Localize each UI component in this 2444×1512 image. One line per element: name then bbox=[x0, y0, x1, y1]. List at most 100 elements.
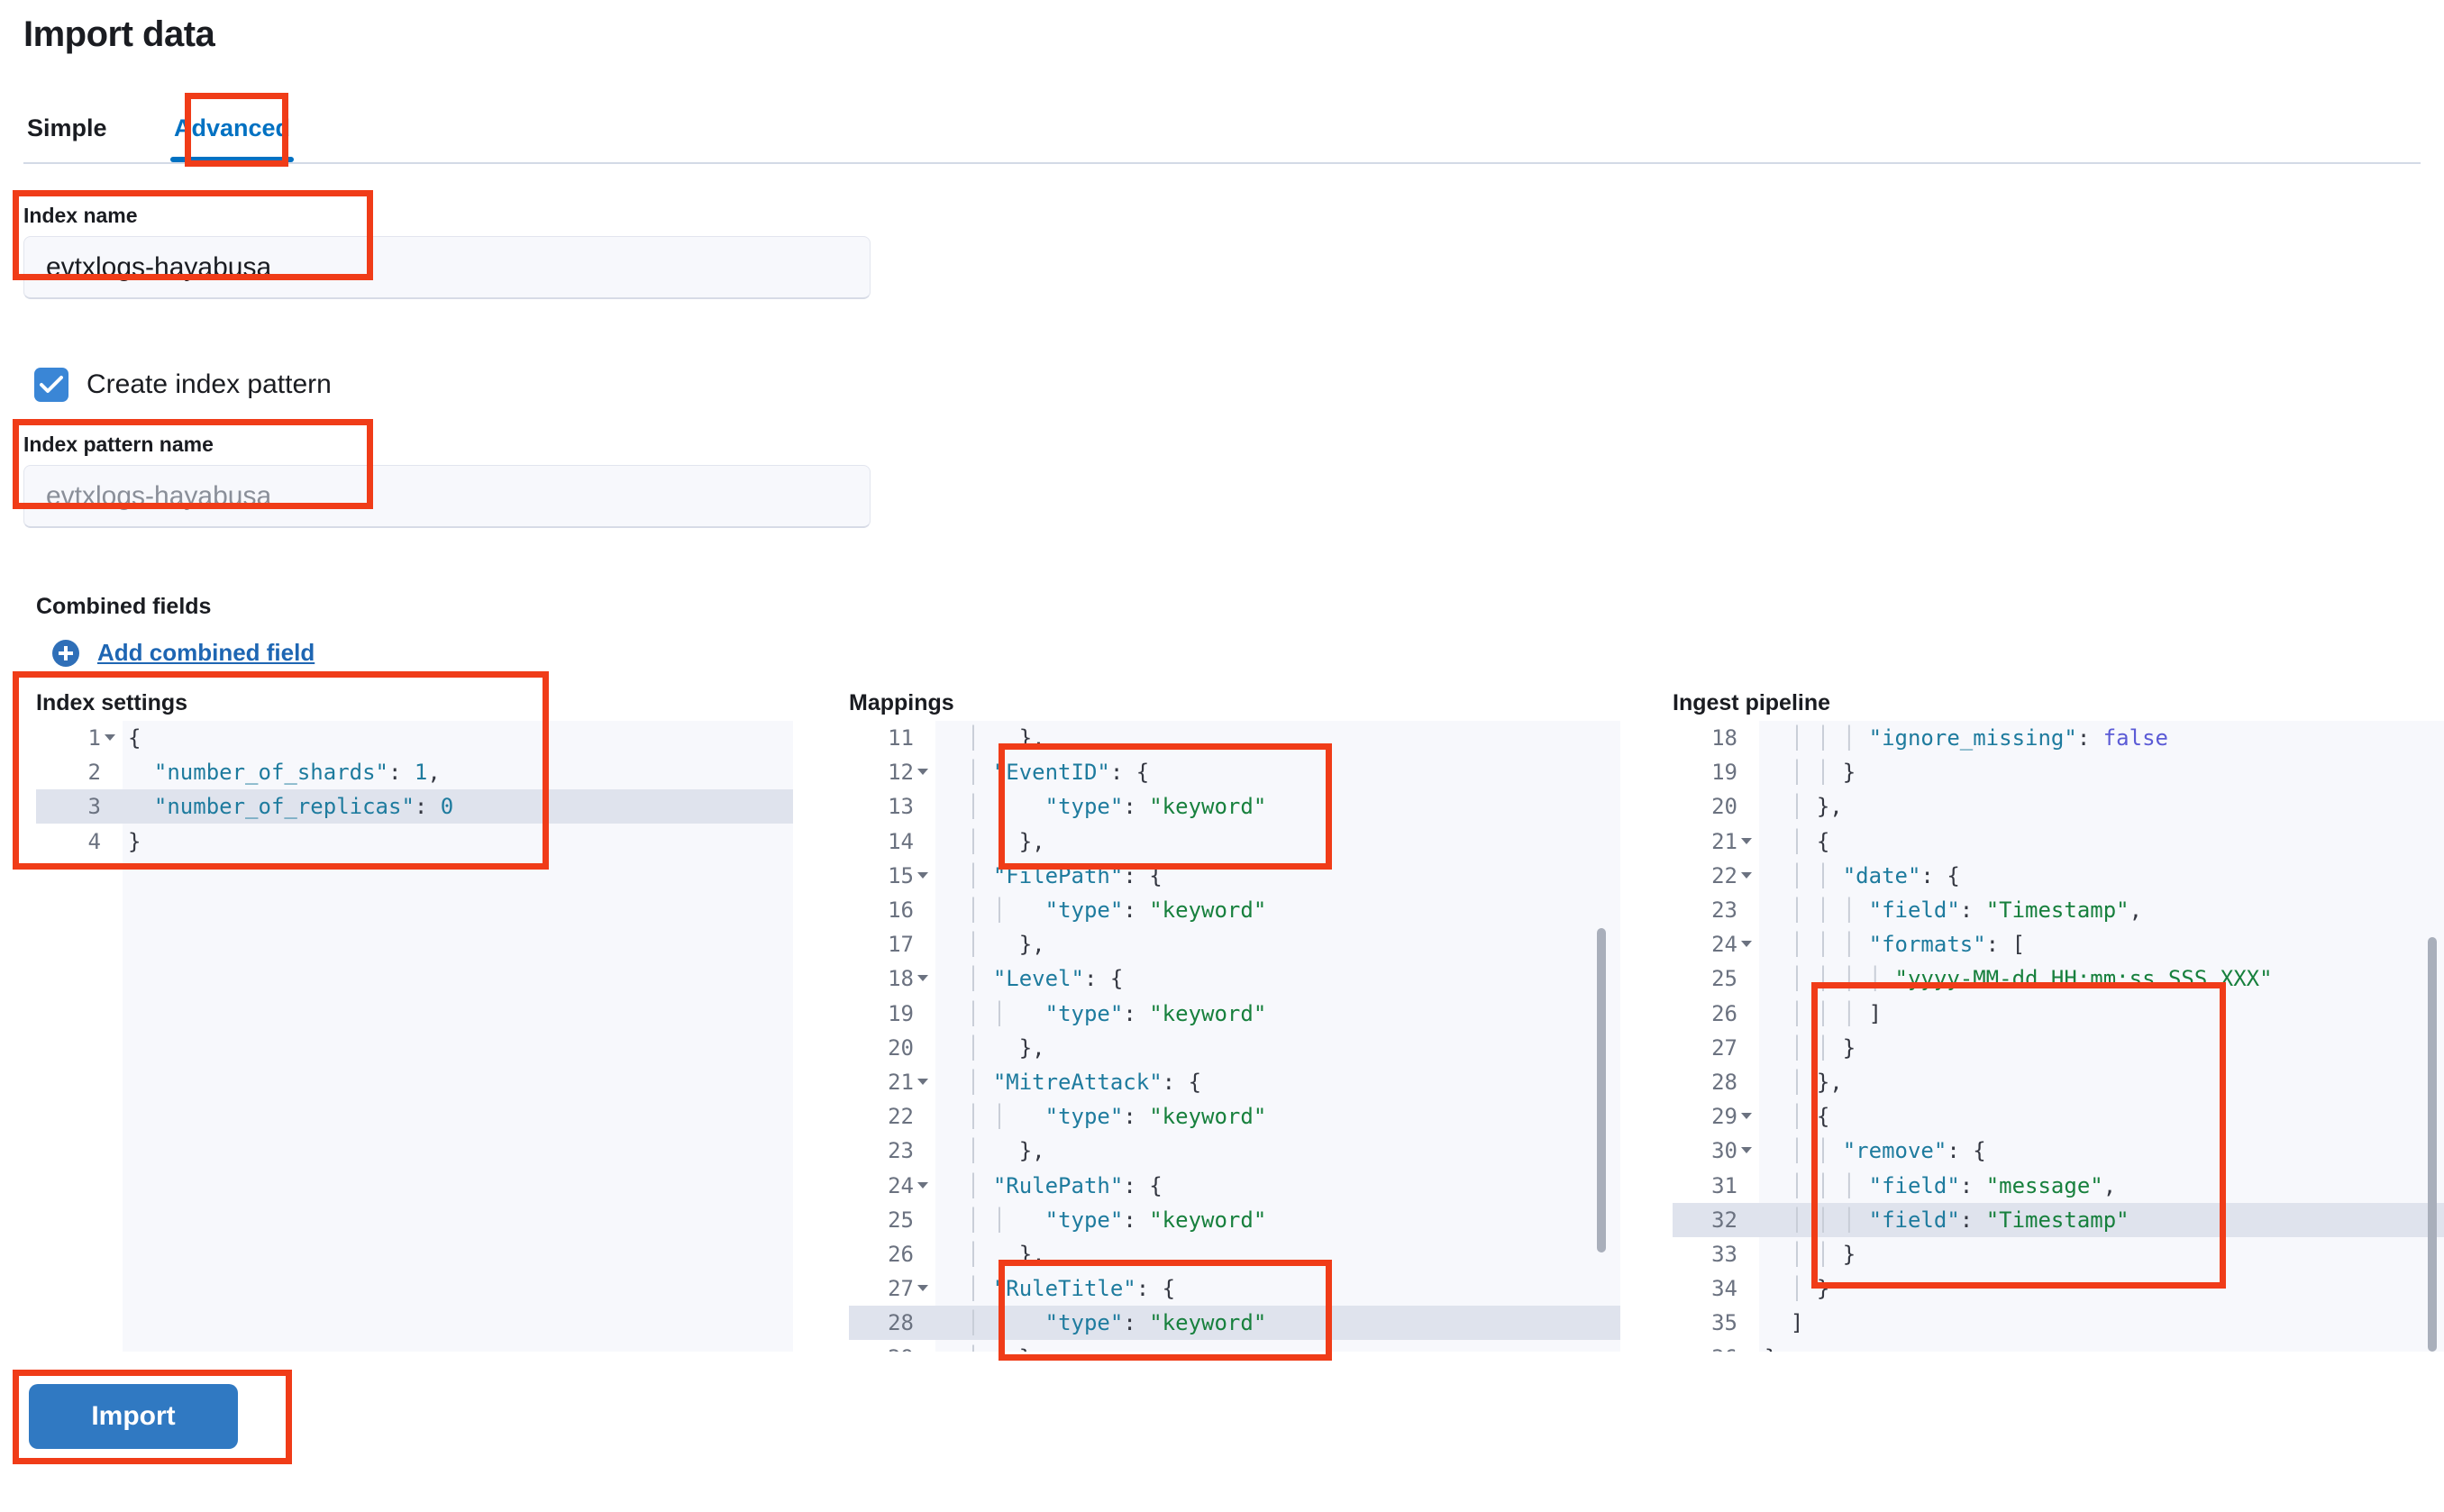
code-line[interactable]: 13 │ │ "type": "keyword" bbox=[849, 789, 1620, 824]
code-line[interactable]: 31 │ │ │ "field": "message", bbox=[1673, 1169, 2444, 1203]
fold-triangle-icon[interactable] bbox=[917, 769, 928, 776]
ingest-pipeline-title: Ingest pipeline bbox=[1673, 690, 1831, 715]
code-line[interactable]: 34 │ } bbox=[1673, 1271, 2444, 1306]
code-line[interactable]: 27 │ "RuleTitle": { bbox=[849, 1271, 1620, 1306]
code-line[interactable]: 3 "number_of_replicas": 0 bbox=[36, 789, 793, 824]
code-line[interactable]: 20 │ }, bbox=[1673, 789, 2444, 824]
line-number: 20 bbox=[1711, 794, 1737, 820]
code-line[interactable]: 1{ bbox=[36, 721, 793, 755]
tab-simple[interactable]: Simple bbox=[27, 114, 107, 141]
code-text: │ │ │ "formats": [ bbox=[1790, 932, 2026, 958]
code-line[interactable]: 22 │ │ "date": { bbox=[1673, 859, 2444, 893]
line-number: 27 bbox=[888, 1276, 914, 1302]
fold-triangle-icon[interactable] bbox=[1741, 837, 1752, 844]
code-text: │ }, bbox=[966, 1138, 1045, 1164]
code-line[interactable]: 36} bbox=[1673, 1341, 2444, 1352]
create-index-pattern-row[interactable]: Create index pattern bbox=[34, 368, 332, 402]
code-line[interactable]: 29 │ { bbox=[1673, 1099, 2444, 1134]
code-line[interactable]: 14 │ }, bbox=[849, 824, 1620, 859]
mappings-editor[interactable]: 11 │ },12 │ "EventID": {13 │ │ "type": "… bbox=[849, 721, 1620, 1352]
code-text: │ { bbox=[1790, 1104, 1830, 1130]
code-line[interactable]: 28 │ │ "type": "keyword" bbox=[849, 1306, 1620, 1341]
code-line[interactable]: 17 │ }, bbox=[849, 927, 1620, 961]
code-line[interactable]: 18 │ │ │ "ignore_missing": false bbox=[1673, 721, 2444, 755]
tab-bar: Simple Advanced bbox=[23, 94, 2421, 164]
code-line[interactable]: 21 │ { bbox=[1673, 824, 2444, 859]
code-line[interactable]: 19 │ │ "type": "keyword" bbox=[849, 997, 1620, 1031]
index-pattern-name-label: Index pattern name bbox=[23, 433, 214, 456]
code-line[interactable]: 16 │ │ "type": "keyword" bbox=[849, 893, 1620, 927]
code-text: │ }, bbox=[1790, 794, 1843, 820]
code-line[interactable]: 11 │ }, bbox=[849, 721, 1620, 755]
code-line[interactable]: 4} bbox=[36, 824, 793, 859]
code-line[interactable]: 2 "number_of_shards": 1, bbox=[36, 755, 793, 789]
line-number: 24 bbox=[1711, 932, 1737, 958]
ingest-pipeline-scrollbar[interactable] bbox=[2428, 937, 2437, 1352]
index-name-input[interactable]: evtxlogs-hayabusa bbox=[23, 236, 871, 299]
mappings-code[interactable]: 11 │ },12 │ "EventID": {13 │ │ "type": "… bbox=[849, 721, 1620, 1352]
line-number: 24 bbox=[888, 1172, 914, 1198]
add-combined-field-button[interactable]: Add combined field bbox=[52, 639, 315, 667]
fold-triangle-icon[interactable] bbox=[1741, 871, 1752, 879]
fold-triangle-icon[interactable] bbox=[105, 734, 115, 741]
code-text: │ │ │ "field": "Timestamp" bbox=[1790, 1207, 2129, 1233]
code-line[interactable]: 12 │ "EventID": { bbox=[849, 755, 1620, 789]
line-number: 18 bbox=[1711, 725, 1737, 751]
code-text: │ }, bbox=[966, 828, 1045, 854]
fold-triangle-icon[interactable] bbox=[917, 871, 928, 879]
line-number: 30 bbox=[1711, 1138, 1737, 1164]
code-line[interactable]: 25 │ │ │ │ "yyyy-MM-dd HH:mm:ss.SSS XXX" bbox=[1673, 961, 2444, 996]
code-line[interactable]: 24 │ "RulePath": { bbox=[849, 1169, 1620, 1203]
ingest-pipeline-gutter bbox=[1673, 721, 1759, 1352]
tab-advanced[interactable]: Advanced bbox=[170, 94, 295, 162]
code-text: │ │ │ "field": "Timestamp", bbox=[1790, 897, 2143, 923]
fold-triangle-icon[interactable] bbox=[917, 1079, 928, 1085]
code-text: │ }, bbox=[966, 725, 1045, 751]
line-number: 22 bbox=[888, 1104, 914, 1130]
code-line[interactable]: 30 │ │ "remove": { bbox=[1673, 1134, 2444, 1168]
code-line[interactable]: 35 ] bbox=[1673, 1306, 2444, 1340]
fold-triangle-icon[interactable] bbox=[917, 1285, 928, 1292]
code-line[interactable]: 26 │ │ │ ] bbox=[1673, 997, 2444, 1031]
code-text: │ "EventID": { bbox=[966, 760, 1150, 786]
code-text: │ │ │ │ "yyyy-MM-dd HH:mm:ss.SSS XXX" bbox=[1790, 966, 2273, 992]
line-number: 28 bbox=[1711, 1070, 1737, 1095]
code-line[interactable]: 18 │ "Level": { bbox=[849, 961, 1620, 996]
code-text: │ }, bbox=[966, 1034, 1045, 1061]
line-number: 28 bbox=[888, 1310, 914, 1336]
code-line[interactable]: 23 │ }, bbox=[849, 1134, 1620, 1168]
line-number: 19 bbox=[888, 1000, 914, 1026]
code-line[interactable]: 33 │ │ } bbox=[1673, 1237, 2444, 1271]
code-text: │ "MitreAttack": { bbox=[966, 1070, 1202, 1095]
code-line[interactable]: 29 │ }, bbox=[849, 1341, 1620, 1352]
fold-triangle-icon[interactable] bbox=[1741, 1147, 1752, 1154]
code-text: │ │ "type": "keyword" bbox=[966, 1310, 1267, 1336]
code-line[interactable]: 27 │ │ } bbox=[1673, 1031, 2444, 1065]
index-settings-editor[interactable]: 1{2 "number_of_shards": 1,3 "number_of_r… bbox=[36, 721, 793, 1352]
code-line[interactable]: 20 │ }, bbox=[849, 1031, 1620, 1065]
code-line[interactable]: 23 │ │ │ "field": "Timestamp", bbox=[1673, 893, 2444, 927]
import-button[interactable]: Import bbox=[29, 1384, 238, 1449]
checkbox-checked-icon[interactable] bbox=[34, 368, 68, 402]
code-line[interactable]: 24 │ │ │ "formats": [ bbox=[1673, 927, 2444, 961]
line-number: 36 bbox=[1673, 1345, 1737, 1352]
index-pattern-name-input[interactable]: evtxlogs-hayabusa bbox=[23, 465, 871, 528]
code-line[interactable]: 19 │ │ } bbox=[1673, 755, 2444, 789]
mappings-scrollbar[interactable] bbox=[1597, 928, 1606, 1252]
fold-triangle-icon[interactable] bbox=[1741, 1113, 1752, 1120]
code-line[interactable]: 32 │ │ │ "field": "Timestamp" bbox=[1673, 1202, 2444, 1237]
index-settings-code[interactable]: 1{2 "number_of_shards": 1,3 "number_of_r… bbox=[36, 721, 793, 1352]
fold-triangle-icon[interactable] bbox=[917, 1181, 928, 1189]
code-line[interactable]: 21 │ "MitreAttack": { bbox=[849, 1065, 1620, 1099]
code-line[interactable]: 22 │ │ "type": "keyword" bbox=[849, 1099, 1620, 1134]
line-number: 21 bbox=[1711, 828, 1737, 854]
code-line[interactable]: 25 │ │ "type": "keyword" bbox=[849, 1203, 1620, 1237]
fold-triangle-icon[interactable] bbox=[917, 975, 928, 982]
fold-triangle-icon[interactable] bbox=[1741, 941, 1752, 948]
code-line[interactable]: 28 │ }, bbox=[1673, 1065, 2444, 1099]
code-line[interactable]: 26 │ }, bbox=[849, 1237, 1620, 1271]
line-number: 21 bbox=[888, 1070, 914, 1095]
code-line[interactable]: 15 │ "FilePath": { bbox=[849, 859, 1620, 893]
